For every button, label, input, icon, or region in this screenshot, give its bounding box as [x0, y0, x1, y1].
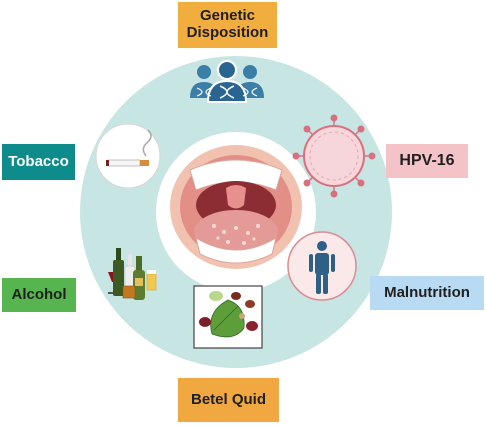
- bottles-icon: [108, 248, 157, 300]
- betel-quid-label: Betel Quid: [178, 378, 279, 422]
- betel-leaves-icon: [193, 285, 263, 349]
- open-mouth-icon: [170, 145, 302, 269]
- alcohol-label: Alcohol: [2, 278, 76, 312]
- malnutrition-label: Malnutrition: [370, 276, 484, 310]
- person-icon: [287, 231, 357, 301]
- family-dna-icon: [190, 60, 264, 103]
- hpv-16-label: HPV-16: [386, 144, 468, 178]
- virus-icon: [292, 114, 376, 198]
- tobacco-label: Tobacco: [2, 144, 75, 180]
- cigarette-icon: [95, 123, 161, 189]
- genetic-disposition-label: Genetic Disposition: [178, 2, 277, 48]
